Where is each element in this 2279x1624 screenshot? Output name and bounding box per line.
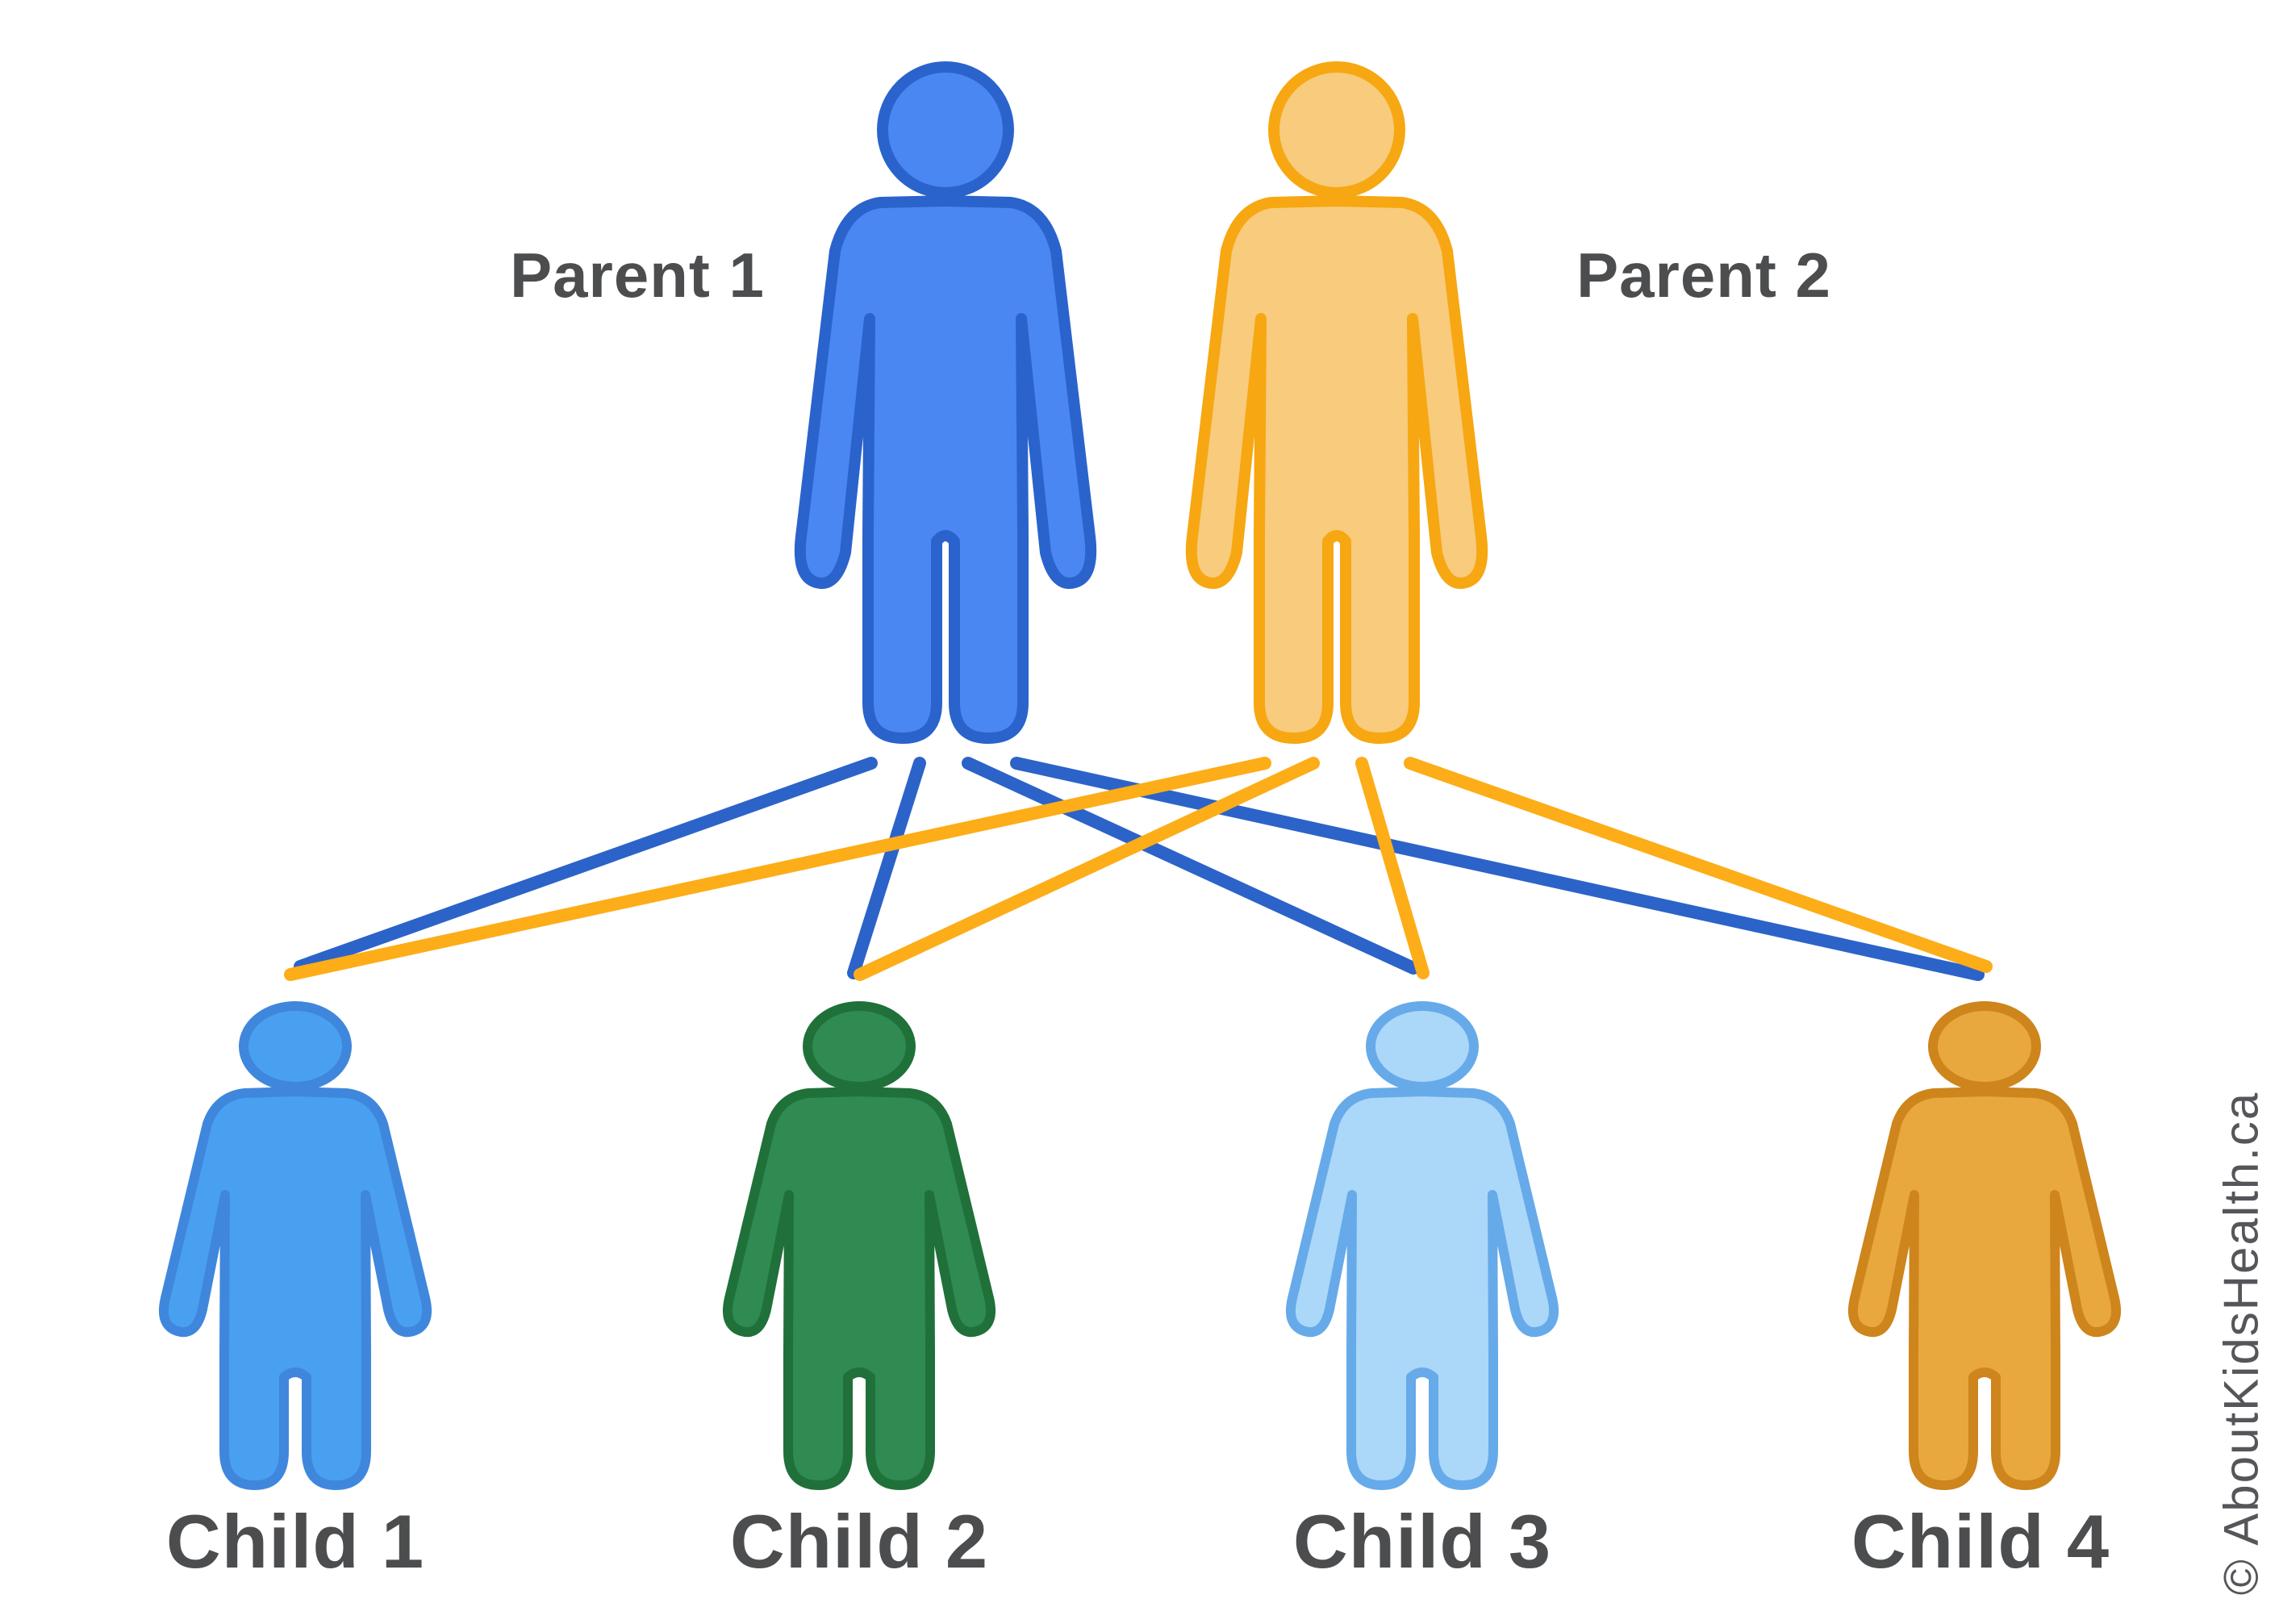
parent-2-body	[1185, 195, 1488, 744]
connection-line-parent-1-child-3	[962, 757, 1420, 975]
child-4-label: Child 4	[1851, 1499, 2110, 1584]
parent-1-head	[877, 61, 1014, 198]
parent-1-body	[794, 195, 1097, 744]
connection-line-parent-1-child-1	[294, 757, 878, 973]
child-1-label: Child 1	[165, 1499, 425, 1584]
person-figures	[158, 61, 2122, 1490]
parent-2-figure	[1185, 61, 1488, 744]
connection-line-parent-2-child-1	[284, 757, 1271, 981]
child-3-body	[1285, 1087, 1559, 1490]
connection-line-parent-1-child-4	[1010, 757, 1985, 981]
child-1-body	[158, 1087, 432, 1490]
child-4-head	[1928, 1001, 2041, 1092]
watermark-credit: © AboutKidsHealth.ca	[2214, 1091, 2269, 1596]
connection-line-parent-2-child-3	[1355, 757, 1430, 979]
child-4-body	[1847, 1087, 2122, 1490]
connection-line-parent-2-child-4	[1404, 757, 1993, 973]
child-2-head	[803, 1001, 916, 1092]
connection-line-parent-2-child-2	[854, 757, 1320, 981]
child-3-head	[1366, 1001, 1479, 1092]
child-2-label: Child 2	[729, 1499, 989, 1584]
child-2-figure	[722, 1001, 996, 1490]
parent-1-figure	[794, 61, 1097, 744]
parent-1-label: Parent 1	[510, 240, 765, 311]
child-1-head	[239, 1001, 352, 1092]
connection-line-parent-1-child-2	[847, 757, 926, 979]
child-3-label: Child 3	[1292, 1499, 1552, 1584]
child-1-figure	[158, 1001, 432, 1490]
child-4-figure	[1847, 1001, 2122, 1490]
child-3-figure	[1285, 1001, 1559, 1490]
connection-lines	[284, 757, 1993, 981]
parent-2-label: Parent 2	[1576, 240, 1831, 311]
parent-2-head	[1268, 61, 1405, 198]
child-2-body	[722, 1087, 996, 1490]
